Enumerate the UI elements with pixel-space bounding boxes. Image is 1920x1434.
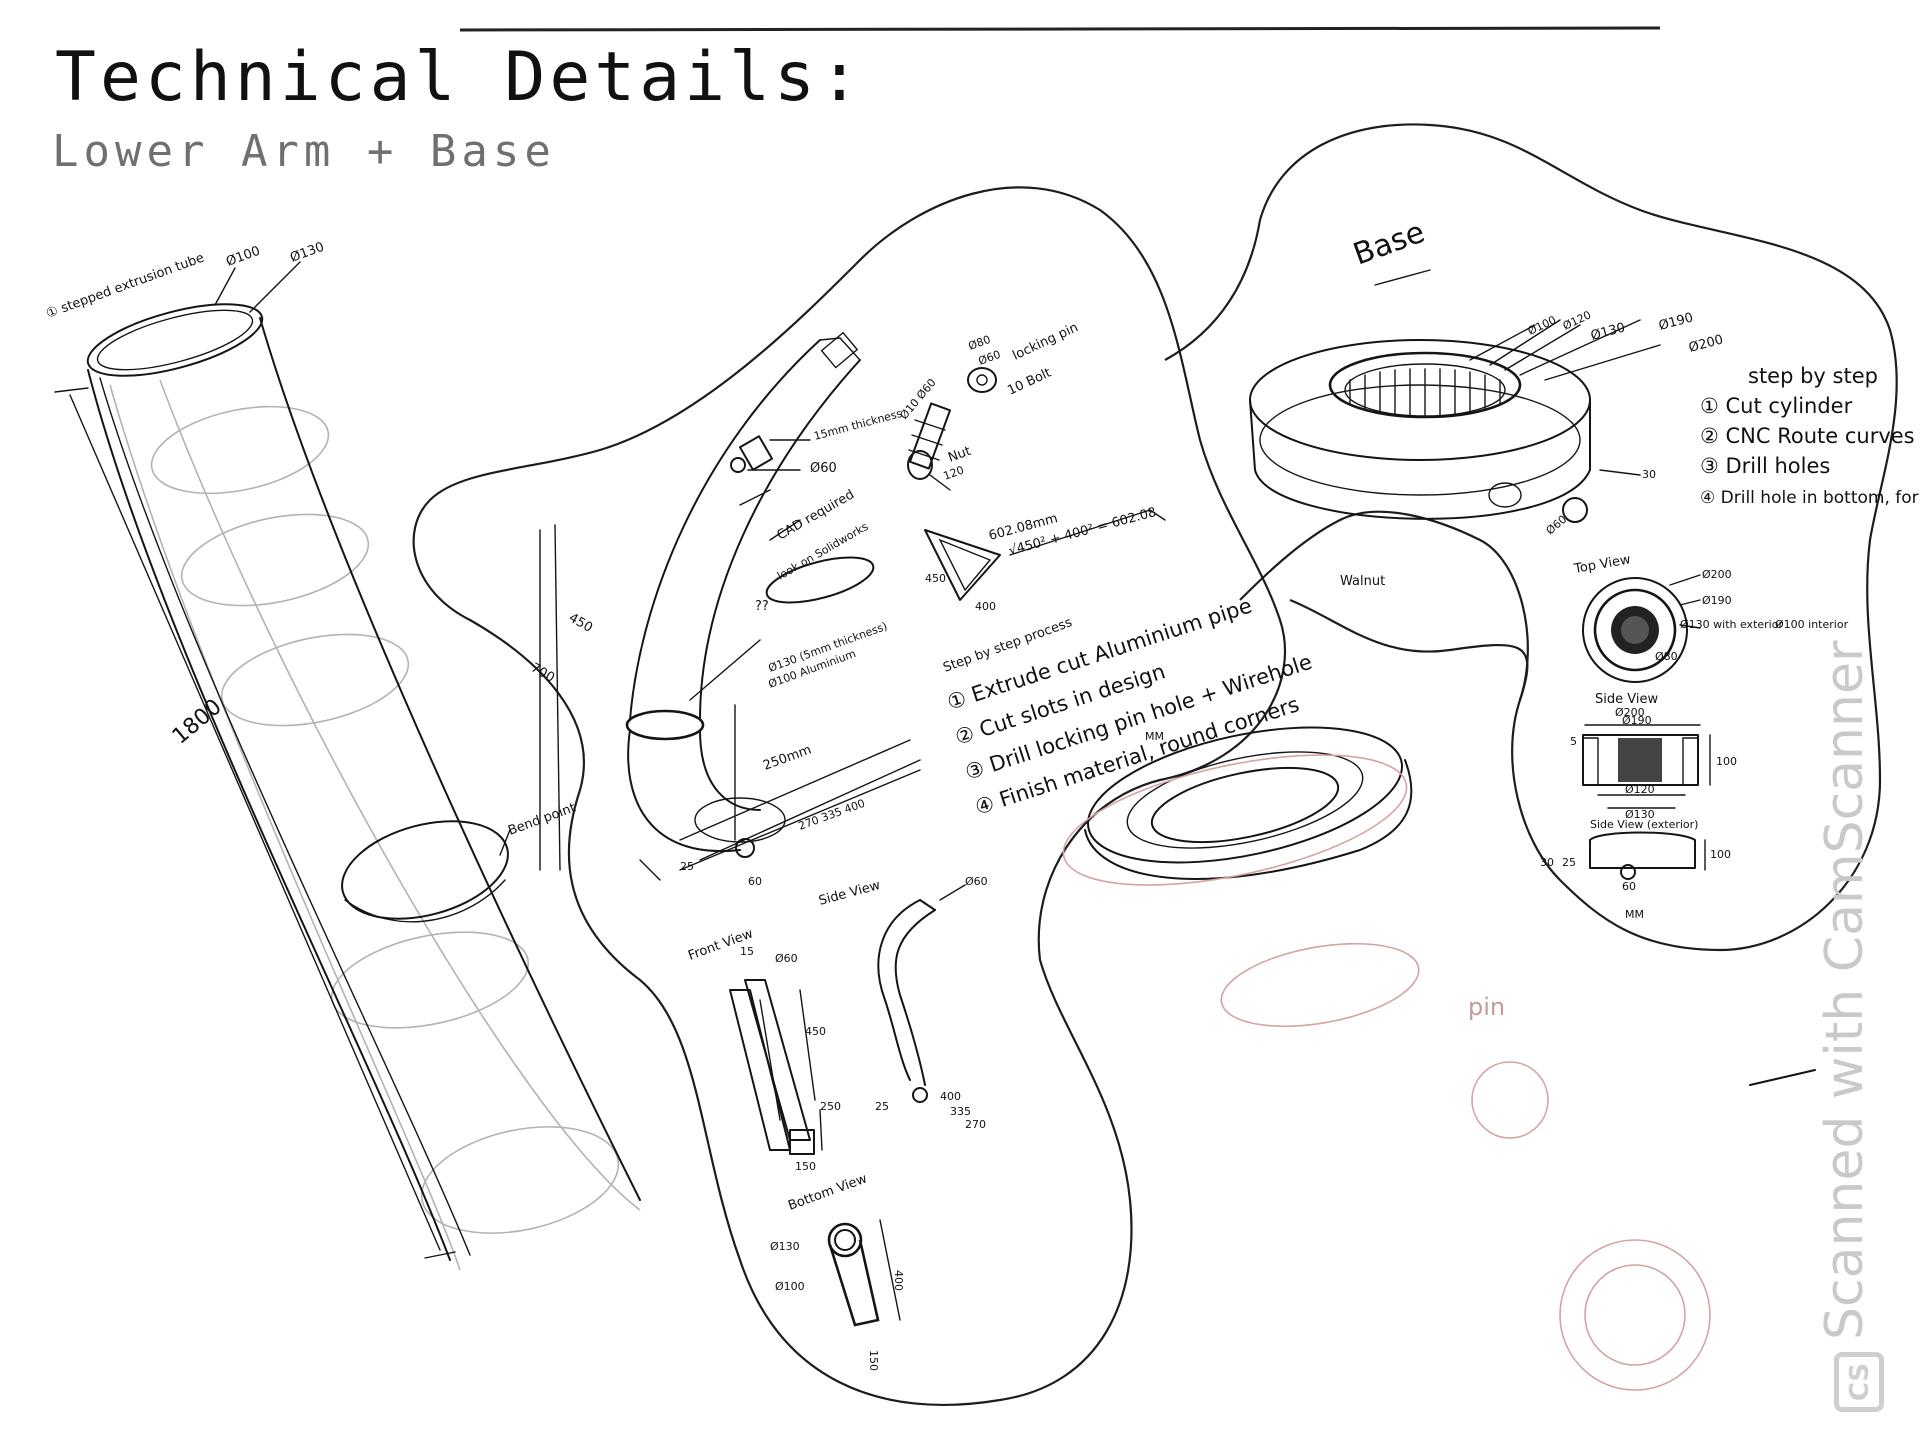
base-dim-200: Ø200 — [1687, 332, 1725, 356]
side-dim-400: 400 — [940, 1090, 961, 1103]
upper-arm-sketch — [539, 331, 921, 881]
base-steps: step by step ① Cut cylinder ② CNC Route … — [1700, 364, 1920, 508]
dim-pin: 60 — [748, 875, 762, 888]
top-dim-190: Ø190 — [1702, 594, 1732, 607]
base-step-3: ③ Drill holes — [1700, 454, 1830, 478]
pin-dia-60: Ø60 — [977, 348, 1003, 368]
top-dim-100: Ø100 interior — [1775, 618, 1849, 631]
arm-front-view — [729, 979, 823, 1155]
base-material: Walnut — [1340, 574, 1385, 589]
side-view-dia: Ø60 — [965, 875, 988, 888]
ext-dim-100: 100 — [1710, 848, 1731, 861]
side-view-label: Side View — [817, 878, 882, 909]
top-view-label: Top View — [1572, 552, 1632, 577]
top-dim-200: Ø200 — [1702, 568, 1732, 581]
base-step-2: ② CNC Route curves — [1700, 424, 1915, 448]
arm-steps: Step by step process ① Extrude cut Alumi… — [941, 593, 1315, 819]
base-side-dim-200: Ø200 — [1615, 706, 1645, 719]
camscanner-logo: CS — [1834, 1352, 1884, 1412]
pin-faint-sketch — [1220, 942, 1816, 1391]
arm-side-view — [877, 884, 966, 1103]
lower-arm-sketch — [54, 261, 641, 1271]
camscanner-watermark: Scanned with CamScanner — [1815, 640, 1875, 1340]
thickness-note: 15mm thickness — [812, 407, 903, 443]
locking-pin-label: locking pin — [1010, 320, 1080, 363]
camscanner-logo-text: CS — [1845, 1362, 1876, 1402]
dim-700: 700 — [528, 660, 557, 685]
base-initials: MM — [1625, 908, 1644, 921]
base-side-dim-190: Ø190 — [1622, 714, 1652, 727]
ext-dim-60: 60 — [1622, 880, 1636, 893]
top-dim-130: Ø130 with exterior — [1680, 618, 1783, 631]
lower-arm-outer-dia: Ø130 — [288, 240, 326, 266]
base-steps-title: step by step — [1748, 364, 1878, 388]
pin-dia-80: Ø80 — [967, 333, 993, 353]
dim-left: 25 — [680, 860, 694, 873]
front-dim-60: Ø60 — [775, 952, 798, 965]
locking-pin-sketch — [907, 367, 997, 491]
lower-arm-length: 1800 — [168, 694, 227, 749]
page-subtitle: Lower Arm + Base — [52, 126, 556, 177]
dim-250: 250mm — [761, 743, 813, 774]
triangle-calc — [924, 509, 1166, 601]
base-side-dim-5: 5 — [1570, 735, 1577, 748]
ext-dim-30: 30 — [1540, 856, 1554, 869]
top-dim-80: Ø80 — [1655, 650, 1678, 663]
base-step-1: ① Cut cylinder — [1700, 394, 1853, 418]
base-ellipse-sketch — [1062, 726, 1413, 886]
bottom-dim-130: Ø130 — [770, 1240, 800, 1253]
lower-arm-step-note: ① stepped extrusion tube — [44, 251, 206, 322]
side-dim-335: 335 — [950, 1105, 971, 1118]
question-note: ?? — [755, 599, 769, 614]
base-3d-sketch — [1249, 269, 1661, 523]
bend-point-label: Bend point — [506, 800, 578, 838]
arm-dia-60: Ø60 — [810, 461, 837, 476]
side-view-ext-label: Side View (exterior) — [1590, 818, 1698, 831]
base-side-dim-100: 100 — [1716, 755, 1737, 768]
arm-steps-initials: MM — [1145, 730, 1164, 743]
base-lower-bubble — [1289, 598, 1529, 701]
bottom-dim-100: Ø100 — [775, 1280, 805, 1293]
base-dim-190: Ø190 — [1657, 310, 1695, 334]
ext-dim-25: 25 — [1562, 856, 1576, 869]
base-bubble — [1164, 123, 1898, 952]
bolt-dias: Ø10 Ø60 — [897, 376, 938, 422]
front-dim-150: 150 — [795, 1160, 816, 1173]
nut-label: Nut — [946, 444, 973, 466]
dim-bottom: 270 335 400 — [797, 797, 867, 833]
pin-label: pin — [1468, 993, 1505, 1021]
side-dim-270: 270 — [965, 1118, 986, 1131]
side-dim-25: 25 — [875, 1100, 889, 1113]
page-title: Technical Details: — [55, 38, 864, 117]
front-dim-450: 450 — [805, 1025, 826, 1038]
base-side-dim-120: Ø120 — [1625, 783, 1655, 796]
bottom-view-label: Bottom View — [786, 1171, 869, 1213]
base-dim-100: Ø100 — [1526, 313, 1558, 337]
base-exterior-view — [1589, 831, 1706, 880]
triangle-side-400: 400 — [975, 600, 996, 613]
base-top-view — [1582, 574, 1701, 683]
base-height-dim: 30 — [1642, 468, 1656, 481]
side-view-base-label: Side View — [1595, 692, 1658, 707]
base-step-4: ④ Drill hole in bottom, for wire escape — [1700, 488, 1920, 508]
front-dim-15: 15 — [740, 945, 754, 958]
bottom-dim-150: 150 — [867, 1350, 880, 1371]
nut-dim: 120 — [942, 463, 966, 482]
front-dim-250: 250 — [820, 1100, 841, 1113]
base-title: Base — [1349, 215, 1430, 273]
triangle-side-450: 450 — [925, 572, 946, 585]
lower-arm-inner-dia: Ø100 — [224, 244, 262, 270]
bolt-label: 10 Bolt — [1005, 365, 1053, 398]
base-dim-130: Ø130 — [1589, 320, 1627, 344]
arm-detail-bubble — [412, 186, 1287, 1407]
bottom-dim-400: 400 — [892, 1270, 905, 1291]
dim-450: 450 — [566, 610, 595, 635]
arm-bottom-view — [827, 1219, 901, 1327]
base-side-view — [1582, 724, 1711, 809]
base-side-dim-130: Ø130 — [1625, 808, 1655, 821]
top-rule — [459, 26, 1661, 32]
